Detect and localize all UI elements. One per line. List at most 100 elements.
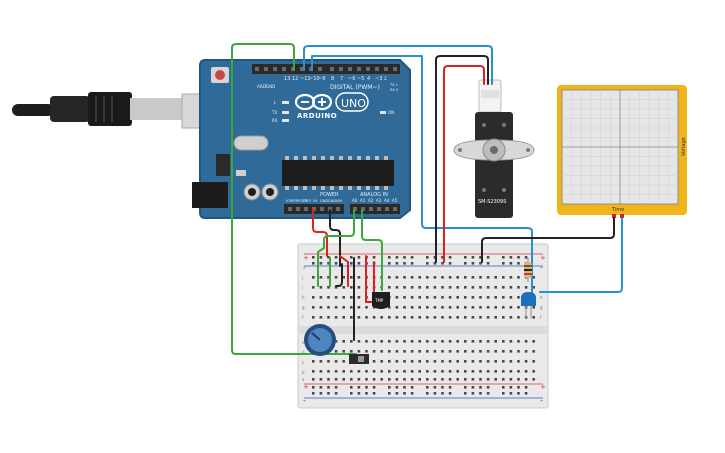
pin-label-a0: A0 [352, 198, 358, 203]
wire-green-a1[interactable] [361, 209, 383, 291]
pin-label-9: ~9 [318, 76, 325, 82]
arduino-logo-icon [294, 93, 333, 111]
wire-green-a0[interactable] [317, 209, 355, 287]
pin-label-8: 8 [331, 76, 334, 82]
led-label-l: L [274, 100, 277, 105]
row-letter-h-right: h [540, 295, 543, 300]
analog-header-label: ANALOG IN [360, 192, 388, 198]
wires[interactable] [231, 43, 623, 355]
breadboard[interactable]: + - + - + - + - j i h g f e d c b a h g … [297, 243, 549, 409]
row-letter-g: g [302, 305, 305, 310]
pin-label-5v: 5V [313, 199, 318, 203]
wire-black-scope[interactable] [481, 217, 615, 263]
wire-red-5v[interactable] [312, 209, 328, 257]
model-badge [335, 92, 369, 112]
rail-minus-right-bottom: - [540, 396, 543, 405]
pin-label-12: 12 [292, 76, 298, 82]
wire-black-servo-gnd[interactable] [435, 55, 489, 263]
row-letter-e: e [302, 340, 305, 345]
row-letter-g-right: g [540, 305, 543, 310]
voltage-regulator [216, 154, 230, 176]
led-label-rx: RX [272, 118, 278, 123]
pin-label-3: ~3 [375, 76, 382, 82]
pin-label-ioref: IOREF [286, 199, 296, 203]
wire-red-pot[interactable] [339, 255, 349, 287]
wire-blue-servo[interactable] [303, 45, 493, 85]
row-letter-a: a [302, 377, 305, 382]
pin-label-13: 13 [284, 76, 290, 82]
usb-plug-icon[interactable] [12, 92, 227, 129]
brand-text: ARDUINO [297, 112, 337, 120]
led-l [282, 101, 289, 104]
row-letter-c: c [302, 360, 304, 365]
oscilloscope-probe-pos[interactable] [620, 214, 624, 218]
wire-blue-led[interactable] [311, 55, 533, 299]
rail-plus-left-top: + [303, 254, 309, 262]
slide-switch-icon[interactable] [349, 354, 369, 364]
pin-label-10: ~10 [309, 76, 320, 82]
pin-label-4: 4 [367, 76, 370, 82]
model-text: UNO [341, 97, 366, 110]
sensor-label: TMP [374, 298, 384, 303]
pin-label-a4: A4 [384, 198, 390, 203]
led-label-tx: TX [271, 110, 277, 115]
pin-label-6: ~6 [348, 76, 355, 82]
row-letter-i: i [302, 285, 303, 290]
pin-label-7: 7 [340, 76, 343, 82]
led-icon[interactable] [521, 292, 536, 318]
pin-label-gnd-2: GND [328, 199, 336, 203]
pin-label-5: ~5 [357, 76, 364, 82]
power-jack[interactable] [192, 182, 228, 208]
row-letter-j: j [301, 275, 303, 280]
wire-green-switch[interactable] [231, 43, 357, 355]
wire-red-servo-power[interactable] [443, 65, 485, 263]
row-letter-b: b [302, 370, 305, 375]
oscilloscope-time-label: Time [611, 207, 624, 213]
pin-label-11: ~11 [300, 76, 311, 82]
pin-label-reset: RESET [296, 199, 308, 203]
rail-minus-left-top: - [303, 263, 306, 272]
led-rx [282, 119, 289, 122]
wire-black-pot[interactable] [335, 263, 343, 287]
oscilloscope-probe-neg[interactable] [612, 214, 616, 218]
resistor-icon[interactable] [524, 258, 532, 282]
digital-header-label: DIGITAL (PWM~) [330, 84, 380, 91]
wire-black-gnd[interactable] [329, 209, 341, 267]
analog-header[interactable] [350, 204, 400, 214]
pin-label-tx: TX 1 [389, 83, 398, 87]
pin-label-3v3: 3V3 [304, 199, 311, 203]
rail-plus-left-bottom: + [303, 383, 309, 391]
pin-label-aref: AREF [257, 84, 268, 89]
wire-blue-scope[interactable] [539, 217, 623, 293]
digital-header[interactable] [252, 64, 400, 74]
pin-label-a5: A5 [392, 198, 398, 203]
rail-minus-left-bottom: - [303, 396, 306, 405]
pin-label-gnd-1: GND [320, 199, 328, 203]
pin-label-a3: A3 [376, 198, 382, 203]
on-label: ON [388, 110, 394, 115]
oscilloscope[interactable]: Time Voltage [557, 85, 687, 218]
arduino-uno-board[interactable]: AREF GND 13 12 ~11 ~10 ~9 8 7 ~6 ~5 4 ~3… [192, 59, 411, 219]
rail-plus-right-top: + [540, 254, 546, 262]
row-letter-d: d [302, 350, 305, 355]
oscilloscope-voltage-label: Voltage [681, 137, 687, 156]
pin-label-gnd: GND [266, 84, 275, 89]
row-letter-f-right: f [540, 315, 542, 320]
servo-motor[interactable]: SM-S2309S [453, 79, 535, 218]
potentiometer-knob-icon[interactable] [304, 324, 336, 356]
servo-label: SM-S2309S [478, 199, 506, 205]
pin-label-a1: A1 [360, 198, 366, 203]
power-header-label: POWER [320, 192, 339, 198]
wire-red-tmp[interactable] [365, 255, 373, 303]
led-on [380, 111, 386, 114]
smd-part [236, 170, 246, 176]
atmega-chip [282, 160, 394, 186]
pin-label-vin: VIN [336, 199, 342, 203]
temperature-sensor[interactable]: TMP [372, 292, 390, 309]
row-letter-h: h [302, 295, 305, 300]
rail-minus-right-top: - [540, 263, 543, 272]
pin-label-a2: A2 [368, 198, 374, 203]
pin-label-2: 2 [384, 76, 387, 81]
row-letter-f: f [302, 315, 304, 320]
